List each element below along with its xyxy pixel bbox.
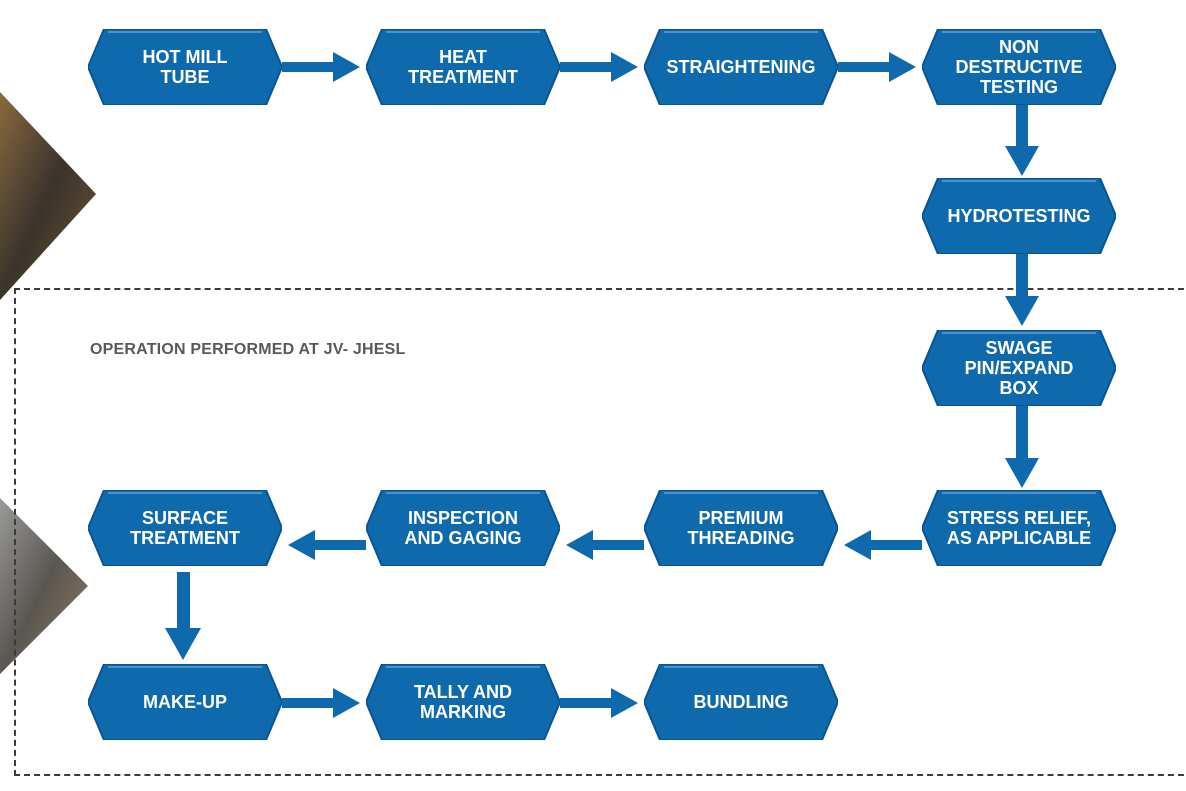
step-label: STRESS RELIEF, AS APPLICABLE bbox=[946, 508, 1092, 548]
arrow-6-7 bbox=[1005, 406, 1039, 488]
photo-fragment-top bbox=[0, 92, 96, 300]
step-label: TALLY AND MARKING bbox=[413, 682, 512, 722]
arrow-2-3 bbox=[560, 52, 638, 82]
step-label: NON DESTRUCTIVE TESTING bbox=[955, 37, 1083, 97]
step-box-shape bbox=[366, 490, 560, 566]
step-box-shape bbox=[922, 29, 1116, 105]
arrow-3-4 bbox=[838, 52, 916, 82]
step-label: SWAGE PIN/EXPAND BOX bbox=[964, 338, 1074, 398]
step-label: MAKE-UP bbox=[143, 692, 227, 712]
step-swage-pin-expand-box: SWAGE PIN/EXPAND BOX bbox=[922, 330, 1116, 406]
step-label: SURFACE TREATMENT bbox=[130, 508, 240, 548]
step-heat-treatment: HEAT TREATMENT bbox=[366, 29, 560, 105]
step-bundling: BUNDLING bbox=[644, 664, 838, 740]
step-label: PREMIUM THREADING bbox=[687, 508, 795, 548]
step-box-shape bbox=[922, 330, 1116, 406]
step-hot-mill-tube: HOT MILL TUBE bbox=[88, 29, 282, 105]
step-premium-threading: PREMIUM THREADING bbox=[644, 490, 838, 566]
region-label: OPERATION PERFORMED AT JV- JHESL bbox=[90, 341, 406, 358]
arrow-11-12 bbox=[282, 688, 360, 718]
step-box-shape bbox=[88, 490, 282, 566]
step-box-shape bbox=[88, 664, 282, 740]
step-box-shape bbox=[644, 490, 838, 566]
step-label: HYDROTESTING bbox=[947, 206, 1091, 226]
step-box-shape bbox=[922, 490, 1116, 566]
step-box-shape bbox=[644, 664, 838, 740]
step-non-destructive-testing: NON DESTRUCTIVE TESTING bbox=[922, 29, 1116, 105]
arrow-5-6 bbox=[1005, 254, 1039, 326]
photo-fragment-bottom bbox=[0, 498, 88, 674]
step-box-shape bbox=[88, 29, 282, 105]
jv-region-frame bbox=[14, 288, 1186, 776]
step-hydrotesting: HYDROTESTING bbox=[922, 178, 1116, 254]
step-label: STRAIGHTENING bbox=[666, 57, 816, 77]
step-inspection-and-gaging: INSPECTION AND GAGING bbox=[366, 490, 560, 566]
arrow-10-11 bbox=[165, 572, 201, 660]
step-label: BUNDLING bbox=[693, 692, 789, 712]
arrow-7-8 bbox=[844, 530, 922, 560]
step-label: HOT MILL TUBE bbox=[142, 47, 228, 87]
step-tally-and-marking: TALLY AND MARKING bbox=[366, 664, 560, 740]
arrow-4-5 bbox=[1005, 104, 1039, 176]
step-box-shape bbox=[366, 29, 560, 105]
step-straightening: STRAIGHTENING bbox=[644, 29, 838, 105]
step-label: HEAT TREATMENT bbox=[408, 47, 518, 87]
step-surface-treatment: SURFACE TREATMENT bbox=[88, 490, 282, 566]
step-box-shape bbox=[644, 29, 838, 105]
arrow-8-9 bbox=[566, 530, 644, 560]
arrow-1-2 bbox=[282, 52, 360, 82]
step-box-shape bbox=[922, 178, 1116, 254]
arrow-9-10 bbox=[288, 530, 366, 560]
step-stress-relief: STRESS RELIEF, AS APPLICABLE bbox=[922, 490, 1116, 566]
step-label: INSPECTION AND GAGING bbox=[404, 508, 522, 548]
step-make-up: MAKE-UP bbox=[88, 664, 282, 740]
step-box-shape bbox=[366, 664, 560, 740]
arrow-12-13 bbox=[560, 688, 638, 718]
